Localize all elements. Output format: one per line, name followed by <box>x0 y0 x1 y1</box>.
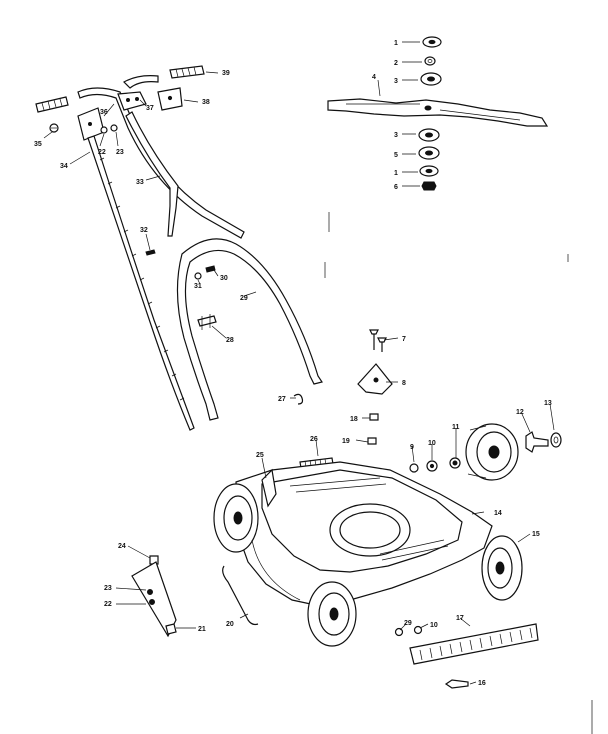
callout-25: 25 <box>256 452 264 459</box>
callout-2: 2 <box>394 60 398 67</box>
callout-27: 27 <box>278 396 286 403</box>
washer-13 <box>550 432 562 448</box>
callout-5: 5 <box>394 152 398 159</box>
comb-17 <box>409 623 539 665</box>
callout-22-lower: 22 <box>104 601 112 608</box>
callout-3: 3 <box>394 78 398 85</box>
callout-35: 35 <box>34 141 42 148</box>
callout-21: 21 <box>198 626 206 633</box>
leader-lines <box>43 41 555 685</box>
handle-assembly <box>35 65 323 431</box>
callout-18: 18 <box>350 416 358 423</box>
upper-handle-33 <box>77 75 245 239</box>
callout-24: 24 <box>118 543 126 550</box>
handle-grip-39 <box>169 65 205 79</box>
lower-handle-29 <box>176 238 323 421</box>
callout-8: 8 <box>402 380 406 387</box>
callout-11: 11 <box>452 424 460 431</box>
callout-26: 26 <box>310 436 318 443</box>
washer-1-lower <box>419 165 439 177</box>
callout-17: 17 <box>456 615 464 622</box>
callout-1: 1 <box>394 40 398 47</box>
callout-39: 39 <box>222 70 230 77</box>
callout-22: 22 <box>98 149 106 156</box>
washer-3-top <box>420 72 442 86</box>
washer-3-lower <box>418 128 440 142</box>
callout-23: 23 <box>116 149 124 156</box>
callout-labels: 1 2 3 4 3 5 1 6 39 38 37 36 35 22 23 34 … <box>34 40 552 687</box>
callout-4: 4 <box>372 74 376 81</box>
blade-assembly <box>327 36 549 191</box>
callout-31: 31 <box>194 283 202 290</box>
screw-19 <box>367 437 377 445</box>
switch-bracket-38 <box>157 87 183 111</box>
callout-38: 38 <box>202 99 210 106</box>
screw-16 <box>444 679 469 689</box>
rear-wheel-deck <box>481 535 523 601</box>
spacer-9 <box>409 463 419 473</box>
front-wheel-right <box>307 581 357 647</box>
callout-16: 16 <box>478 680 486 687</box>
washer-23-handle <box>110 124 118 132</box>
front-wheel-left <box>213 483 259 553</box>
nut-22-handle <box>100 126 108 134</box>
deck-bracket-25 <box>261 468 277 508</box>
callout-6: 6 <box>394 184 398 191</box>
callout-29: 29 <box>240 295 248 302</box>
clip-27 <box>293 393 304 405</box>
rotary-blade <box>327 98 549 127</box>
lower-left-parts <box>131 555 259 638</box>
rod-20 <box>222 565 259 626</box>
callout-15: 15 <box>532 531 540 538</box>
screw-21 <box>165 623 177 635</box>
bolt-32 <box>145 249 156 256</box>
callout-3-lower: 3 <box>394 132 398 139</box>
washer-5 <box>418 146 440 160</box>
screw-35 <box>49 123 59 133</box>
power-cord-34 <box>87 135 195 431</box>
nut-31 <box>194 272 202 280</box>
callout-13: 13 <box>544 400 552 407</box>
washer-10-bottom <box>413 625 423 635</box>
callout-36: 36 <box>100 109 108 116</box>
callout-19: 19 <box>342 438 350 445</box>
bolt-7 <box>369 329 387 352</box>
blade-bolt-6 <box>421 181 437 191</box>
control-bracket-36 <box>117 91 147 111</box>
callout-7: 7 <box>402 336 406 343</box>
callout-30: 30 <box>220 275 228 282</box>
callout-20: 20 <box>226 621 234 628</box>
nut-29-bottom <box>394 627 404 637</box>
callout-34: 34 <box>60 163 68 170</box>
callout-28: 28 <box>226 337 234 344</box>
callout-32: 32 <box>140 227 148 234</box>
side-plate <box>131 561 177 638</box>
handle-knob-28 <box>197 314 217 330</box>
callout-37: 37 <box>146 105 154 112</box>
bracket-8 <box>357 363 393 395</box>
callout-10: 10 <box>428 440 436 447</box>
hardware-group <box>299 329 562 481</box>
scan-marks <box>324 212 593 734</box>
rear-wheel-right <box>465 423 519 481</box>
callout-1-lower: 1 <box>394 170 398 177</box>
callout-10-lower: 10 <box>430 622 438 629</box>
callout-9: 9 <box>410 444 414 451</box>
callout-29-lower: 29 <box>404 620 412 627</box>
bolt-30 <box>205 265 216 273</box>
screw-18-top <box>369 413 379 421</box>
washer-1-top <box>422 36 442 48</box>
hubcap-11 <box>449 457 461 469</box>
callout-14: 14 <box>494 510 502 517</box>
handle-grip-left <box>35 96 69 113</box>
nut-2 <box>424 56 436 66</box>
mower-deck <box>213 461 523 647</box>
callout-33: 33 <box>136 179 144 186</box>
callout-23-lower: 23 <box>104 585 112 592</box>
washer-10-axle <box>426 460 438 472</box>
lower-right-parts <box>394 623 539 689</box>
callout-12: 12 <box>516 409 524 416</box>
axle-bolt-12 <box>525 431 549 453</box>
